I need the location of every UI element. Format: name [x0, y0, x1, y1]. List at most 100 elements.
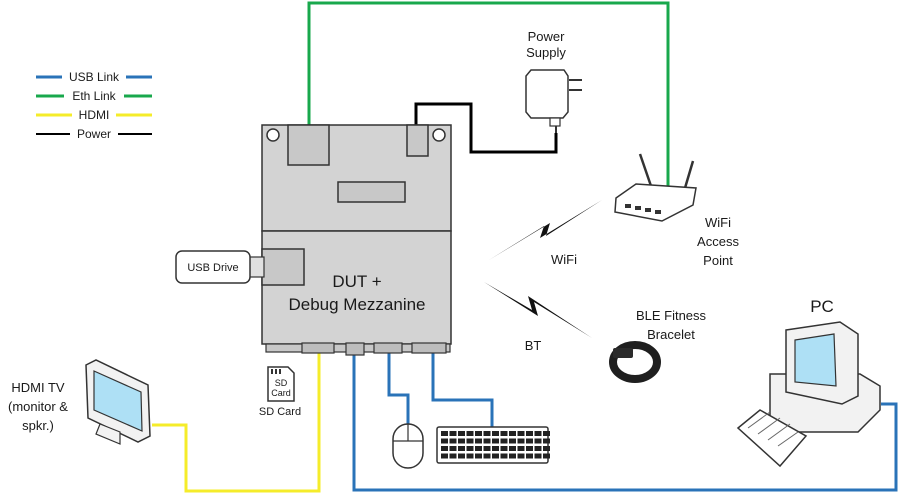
- ble-bracelet: BLE Fitness Bracelet: [609, 308, 707, 383]
- keyboard-key: [534, 431, 542, 436]
- keyboard-key: [441, 438, 448, 444]
- power-supply-label-line2: Supply: [526, 45, 566, 60]
- mount-hole-left: [266, 128, 280, 142]
- hdmi-cable: [152, 350, 321, 493]
- legend-usb-label: USB Link: [69, 70, 120, 84]
- keyboard-key: [509, 431, 516, 436]
- keyboard-key: [475, 446, 482, 451]
- usb-port-side: [261, 248, 305, 286]
- keyboard-key: [492, 453, 499, 459]
- keyboard-key: [543, 453, 550, 459]
- sd-card: SD Card SD Card: [259, 366, 301, 418]
- keyboard-key: [492, 446, 499, 451]
- keyboard-key: [534, 446, 542, 451]
- keyboard-key: [449, 431, 457, 436]
- tv-label-line1: HDMI TV: [11, 380, 65, 395]
- ap-label-line2: Access: [697, 234, 739, 249]
- keyboard-key: [441, 453, 448, 459]
- keyboard-key: [466, 446, 474, 451]
- keyboard-keys: [441, 431, 550, 459]
- keyboard-key: [483, 431, 491, 436]
- legend-hdmi-label: HDMI: [79, 108, 110, 122]
- keyboard-key: [492, 431, 499, 436]
- keyboard-key: [517, 446, 525, 451]
- wifi-access-point: WiFi Access Point: [614, 153, 739, 268]
- board-chip: [337, 181, 406, 203]
- keyboard-key: [441, 431, 448, 436]
- legend: USB Link Eth Link HDMI Power: [36, 69, 152, 141]
- power-adapter-icon: [525, 69, 569, 119]
- keyboard-key: [500, 438, 508, 444]
- keyboard-key: [534, 453, 542, 459]
- usb-drive-body: [175, 250, 251, 284]
- bracelet-icon: [609, 341, 661, 383]
- power-supply-label-line1: Power: [528, 29, 566, 44]
- pc-keyboard-icon: [736, 409, 808, 468]
- keyboard-key: [517, 453, 525, 459]
- keyboard-key: [517, 438, 525, 444]
- keyboard-key: [492, 438, 499, 444]
- pc-screen: [794, 333, 837, 387]
- ble-label-line2: Bracelet: [647, 327, 695, 342]
- keyboard-key: [475, 438, 482, 444]
- keyboard: [436, 426, 550, 464]
- mount-hole-right: [432, 128, 446, 142]
- keyboard-key: [458, 453, 465, 459]
- keyboard-key: [543, 446, 550, 451]
- keyboard-key: [526, 431, 533, 436]
- hdmi-tv: HDMI TV (monitor & spkr.): [8, 359, 151, 445]
- wifi-lightning-icon: [489, 200, 602, 260]
- keyboard-key: [458, 431, 465, 436]
- keyboard-key: [509, 438, 516, 444]
- keyboard-key: [466, 453, 474, 459]
- connector-usb-2: [373, 342, 403, 354]
- keyboard-key: [458, 438, 465, 444]
- ble-label-line1: BLE Fitness: [636, 308, 707, 323]
- tv-label-line2: (monitor &: [8, 399, 68, 414]
- tv-screen: [93, 370, 143, 432]
- usb-cable-keyboard: [431, 350, 494, 427]
- ethernet-port: [287, 124, 330, 166]
- legend-eth-label: Eth Link: [72, 89, 116, 103]
- sd-icon-text-line1: SD: [275, 378, 288, 388]
- keyboard-key: [509, 453, 516, 459]
- eth-cable: [307, 1, 670, 187]
- keyboard-key: [500, 453, 508, 459]
- keyboard-key: [458, 446, 465, 451]
- bt-lightning-icon: [484, 282, 592, 338]
- keyboard-key: [449, 453, 457, 459]
- power-supply: Power Supply: [525, 29, 582, 133]
- mouse: [392, 423, 424, 469]
- keyboard-key: [475, 453, 482, 459]
- power-jack: [406, 124, 429, 157]
- usb-cable-pc: [352, 350, 898, 492]
- keyboard-key: [517, 431, 525, 436]
- keyboard-key: [534, 438, 542, 444]
- usb-drive-label: USB Drive: [187, 262, 238, 274]
- dut-board: DUT + Debug Mezzanine: [261, 124, 452, 356]
- sd-card-icon: [267, 366, 295, 402]
- sd-icon-text-line2: Card: [271, 388, 291, 398]
- usb-cable-mouse: [387, 350, 410, 425]
- connector-hdmi: [301, 342, 335, 354]
- keyboard-key: [483, 438, 491, 444]
- dut-label-line2: Debug Mezzanine: [288, 295, 425, 314]
- keyboard-key: [500, 431, 508, 436]
- sd-card-label: SD Card: [259, 406, 301, 418]
- bt-link-label: BT: [525, 338, 542, 353]
- keyboard-key: [526, 453, 533, 459]
- keyboard-key: [543, 431, 550, 436]
- keyboard-key: [500, 446, 508, 451]
- wifi-link-label: WiFi: [551, 252, 577, 267]
- ap-antenna-left: [638, 153, 653, 187]
- ap-label-line3: Point: [703, 253, 733, 268]
- tv-label-line3: spkr.): [22, 418, 54, 433]
- legend-power-label: Power: [77, 127, 111, 141]
- keyboard-key: [449, 446, 457, 451]
- keyboard-key: [509, 446, 516, 451]
- connector-usb-3: [411, 342, 447, 354]
- connector-usb-1: [345, 342, 365, 356]
- keyboard-key: [441, 446, 448, 451]
- keyboard-key: [483, 453, 491, 459]
- tv-stand: [95, 423, 121, 445]
